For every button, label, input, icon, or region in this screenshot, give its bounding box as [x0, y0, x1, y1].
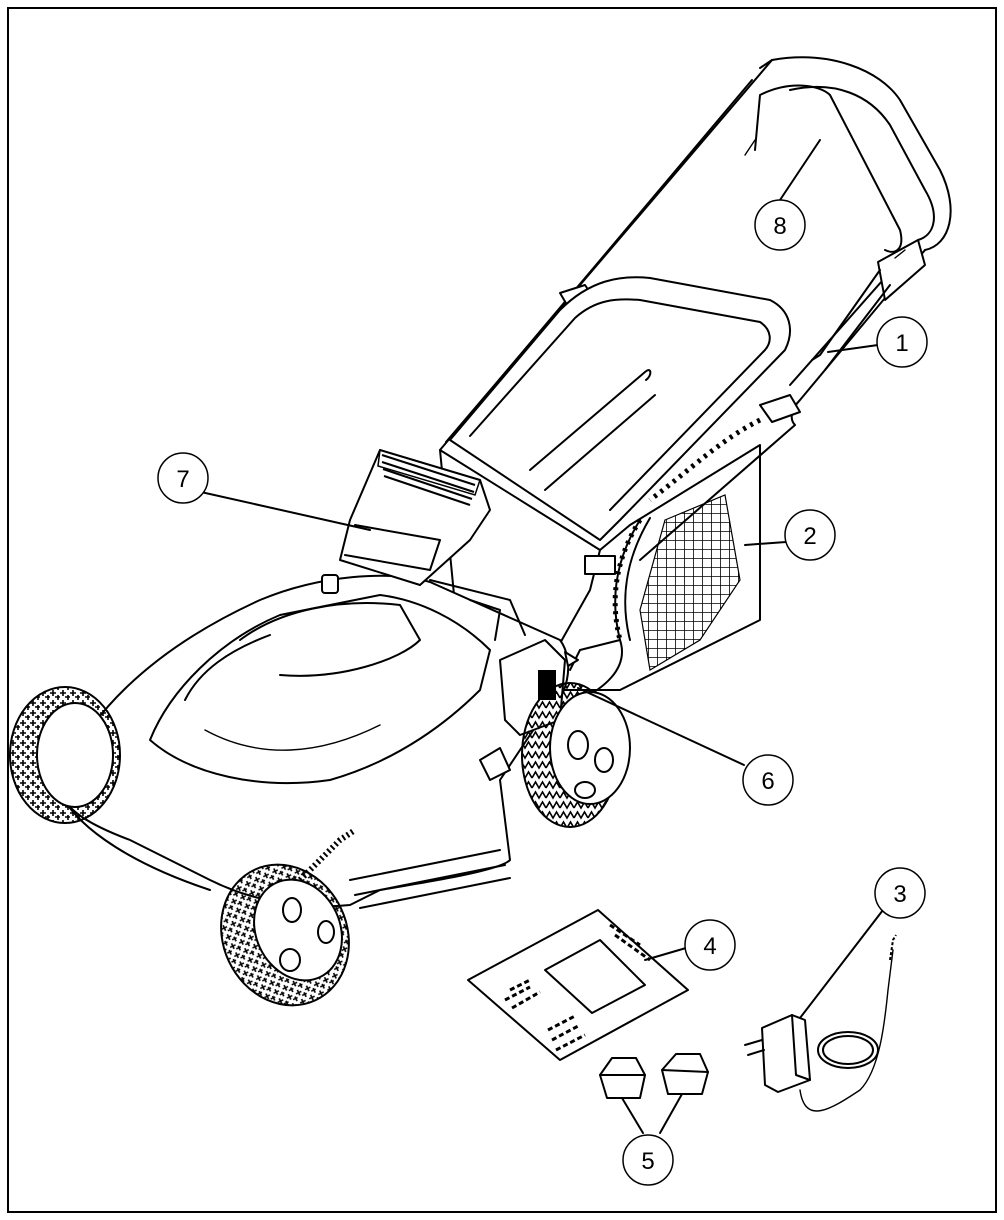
callout-7: 7 [157, 452, 209, 504]
callout-6: 6 [742, 754, 794, 806]
spare-keys [599, 1053, 709, 1099]
figure-frame [7, 7, 997, 1213]
rear-left-wheel [9, 686, 121, 824]
callout-3: 3 [874, 867, 926, 919]
callout-1: 1 [876, 316, 928, 368]
callout-8-label: 8 [773, 213, 786, 240]
front-left-wheel [220, 863, 350, 1007]
mower-housing [59, 574, 570, 909]
callout-7-label: 7 [176, 466, 189, 493]
callout-5-label: 5 [641, 1148, 654, 1175]
callout-4-label: 4 [703, 933, 716, 960]
callout-2: 2 [784, 509, 836, 561]
callout-8: 8 [754, 199, 806, 251]
instruction-manual [467, 909, 689, 1061]
callout-5: 5 [622, 1134, 674, 1186]
leader-lines [191, 139, 884, 1134]
callout-2-label: 2 [803, 523, 816, 550]
callout-4: 4 [684, 919, 736, 971]
rear-right-wheel [521, 682, 631, 828]
callout-3-label: 3 [893, 881, 906, 908]
push-handle [439, 56, 952, 671]
callout-6-label: 6 [761, 768, 774, 795]
battery-cover [339, 449, 491, 586]
callout-1-label: 1 [895, 330, 908, 357]
battery-charger [744, 934, 897, 1112]
